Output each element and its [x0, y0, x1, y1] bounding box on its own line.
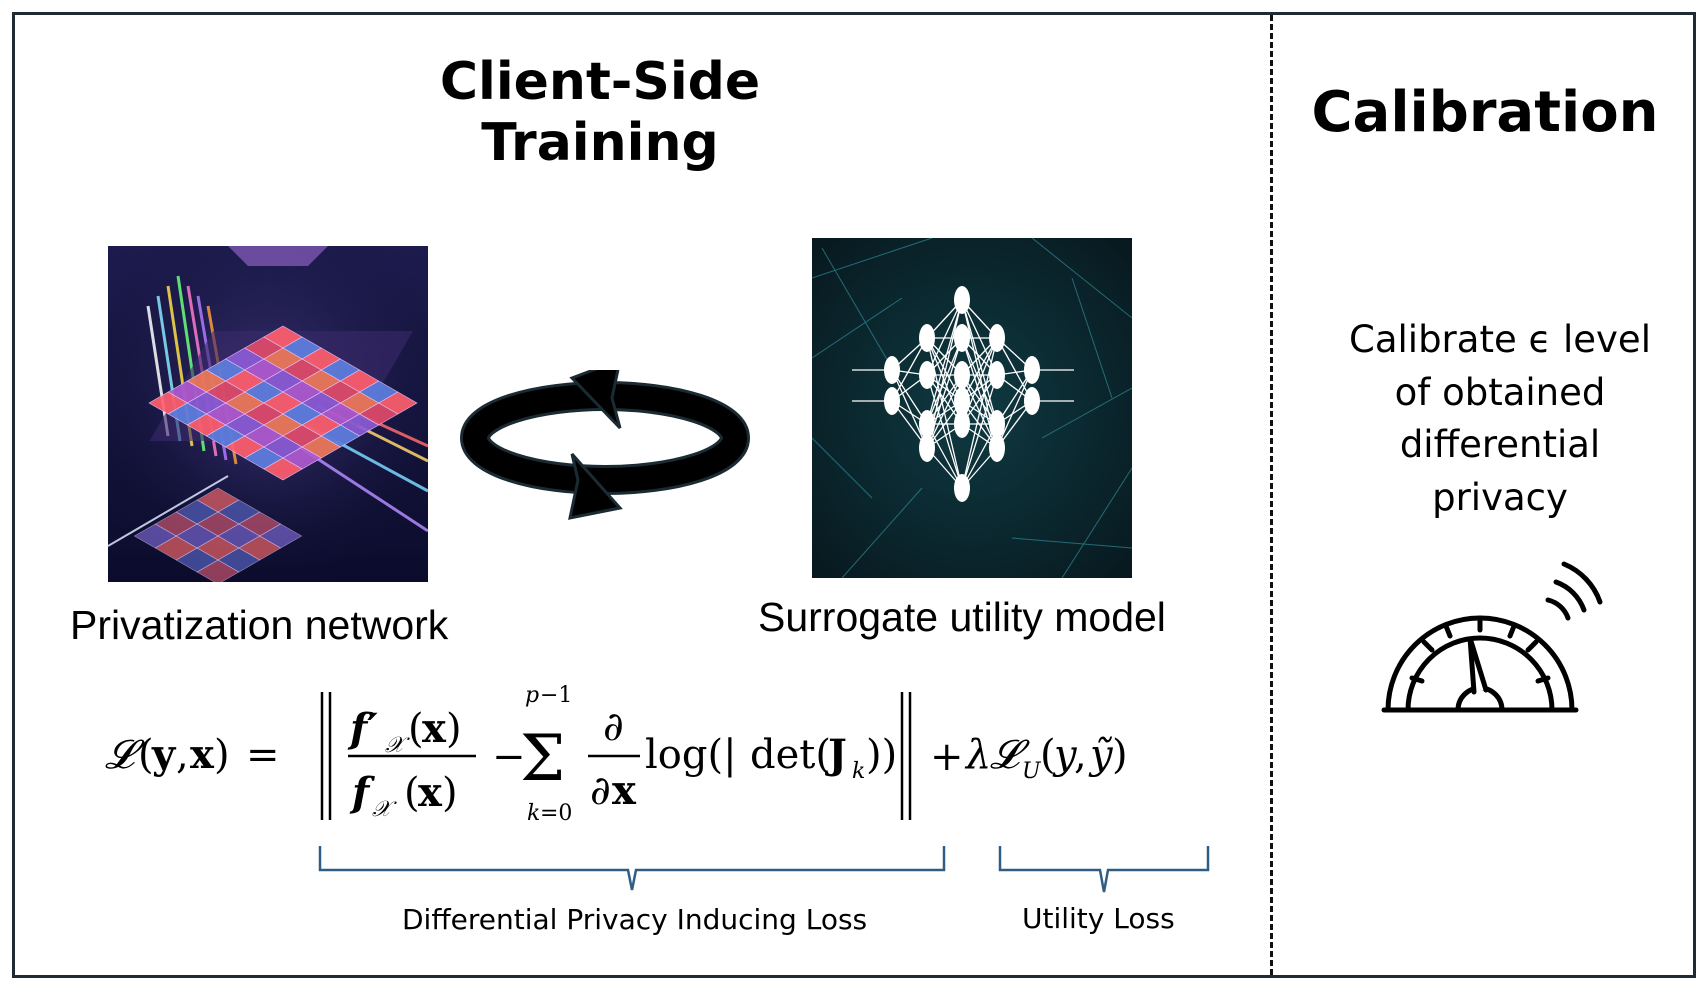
svg-text:det(: det(	[750, 732, 831, 778]
nn-node	[989, 324, 1005, 352]
svg-text:x: x	[190, 731, 215, 778]
svg-text:): )	[446, 706, 462, 752]
calibrate-description: Calibrate ϵ level of obtained differenti…	[1320, 314, 1680, 524]
privatization-network-image	[108, 246, 428, 582]
calibration-title: Calibration	[1311, 80, 1659, 145]
svg-text:=: =	[246, 732, 280, 778]
title-line-1: Client-Side	[439, 52, 761, 112]
nn-node	[954, 387, 970, 415]
nn-node	[1024, 356, 1040, 384]
nn-edge	[961, 299, 998, 425]
circular-arrows-icon	[460, 370, 750, 520]
svg-text:Σ: Σ	[520, 722, 565, 796]
nn-node	[989, 434, 1005, 462]
speedometer-gauge-icon	[1381, 561, 1603, 713]
nn-edge	[961, 374, 998, 489]
nn-edge	[961, 337, 998, 402]
nn-edge	[961, 337, 998, 489]
calibrate-line-3: differential	[1399, 423, 1601, 467]
panel-divider	[1270, 15, 1273, 975]
nn-node	[954, 286, 970, 314]
svg-text:,: ,	[1074, 732, 1087, 778]
nn-node	[954, 474, 970, 502]
svg-text:k: k	[852, 759, 865, 784]
nn-edge	[996, 369, 1033, 449]
svg-text:(: (	[1040, 732, 1056, 778]
nn-node	[919, 361, 935, 389]
checker-tile	[196, 559, 240, 582]
svg-text:−: −	[492, 734, 526, 780]
svg-text:p: p	[525, 683, 539, 708]
nn-edge	[926, 299, 963, 425]
svg-text:)): ))	[866, 732, 897, 778]
differential-privacy-loss-label: Differential Privacy Inducing Loss	[402, 903, 868, 936]
nn-node	[919, 434, 935, 462]
svg-text:(: (	[404, 770, 420, 816]
checker-tile	[263, 457, 303, 481]
surrogate-utility-model-image	[812, 238, 1132, 578]
svg-text:+: +	[930, 734, 964, 780]
svg-text:−1: −1	[540, 683, 572, 708]
neural-network-graph	[852, 286, 1074, 502]
svg-text:): )	[214, 732, 230, 778]
calibrate-line-4: privacy	[1432, 475, 1568, 519]
svg-text:): )	[442, 770, 458, 816]
svg-text:y: y	[1052, 732, 1078, 778]
diagram-frame	[12, 12, 1696, 978]
calibrate-line-1: Calibrate ϵ level	[1349, 318, 1651, 361]
svg-text:∂: ∂	[590, 768, 611, 814]
svg-text:x: x	[418, 769, 443, 816]
nn-node	[989, 410, 1005, 438]
svg-text:x: x	[612, 767, 637, 814]
nn-node	[884, 387, 900, 415]
svg-text:y: y	[151, 731, 177, 778]
calibrate-line-2: of obtained	[1394, 370, 1606, 414]
svg-text:ỹ: ỹ	[1088, 732, 1114, 778]
nn-edge	[926, 374, 963, 489]
surrogate-utility-model-label: Surrogate utility model	[758, 594, 1166, 640]
svg-text:k: k	[527, 801, 540, 826]
nn-edge	[891, 337, 928, 402]
lower-checkerboard-plate	[133, 487, 303, 582]
nn-node	[989, 361, 1005, 389]
nn-node	[919, 324, 935, 352]
svg-text:λ: λ	[964, 732, 991, 778]
nn-edge	[926, 374, 963, 449]
nn-edge	[891, 369, 928, 449]
nn-node	[1024, 387, 1040, 415]
nn-edge	[926, 337, 963, 425]
svg-text:=0: =0	[540, 801, 572, 826]
nn-node	[954, 361, 970, 389]
privatization-network-label: Privatization network	[70, 602, 449, 648]
svg-text:U: U	[1022, 759, 1042, 784]
title-line-2: Training	[481, 113, 719, 174]
svg-text:): )	[1112, 732, 1128, 778]
nn-node	[919, 410, 935, 438]
svg-text:log(|: log(|	[645, 732, 737, 778]
nn-edge	[926, 337, 963, 402]
utility-loss-label: Utility Loss	[1022, 902, 1175, 935]
svg-text:J: J	[825, 731, 847, 778]
svg-text:𝒳: 𝒳	[385, 733, 410, 758]
svg-text:∂: ∂	[603, 704, 624, 750]
svg-text:,: ,	[176, 732, 189, 778]
client-side-training-title: Client-Side Training	[400, 52, 800, 175]
svg-text:(: (	[138, 732, 154, 778]
nn-node	[954, 410, 970, 438]
nn-edge	[961, 423, 998, 489]
svg-text:𝒳: 𝒳	[372, 797, 397, 822]
nn-edge	[996, 337, 1033, 402]
svg-text:(: (	[408, 706, 424, 752]
svg-text:x: x	[422, 705, 447, 752]
loss-equation: 𝓛 ( y , x ) = f′ 𝒳 ( x ) f 𝒳 ( x ) − p −…	[105, 683, 1128, 826]
checkerboard-plate	[148, 325, 418, 481]
svg-text:f′: f′	[347, 705, 378, 752]
nn-node	[954, 324, 970, 352]
nn-node	[884, 356, 900, 384]
nn-edge	[926, 299, 963, 376]
